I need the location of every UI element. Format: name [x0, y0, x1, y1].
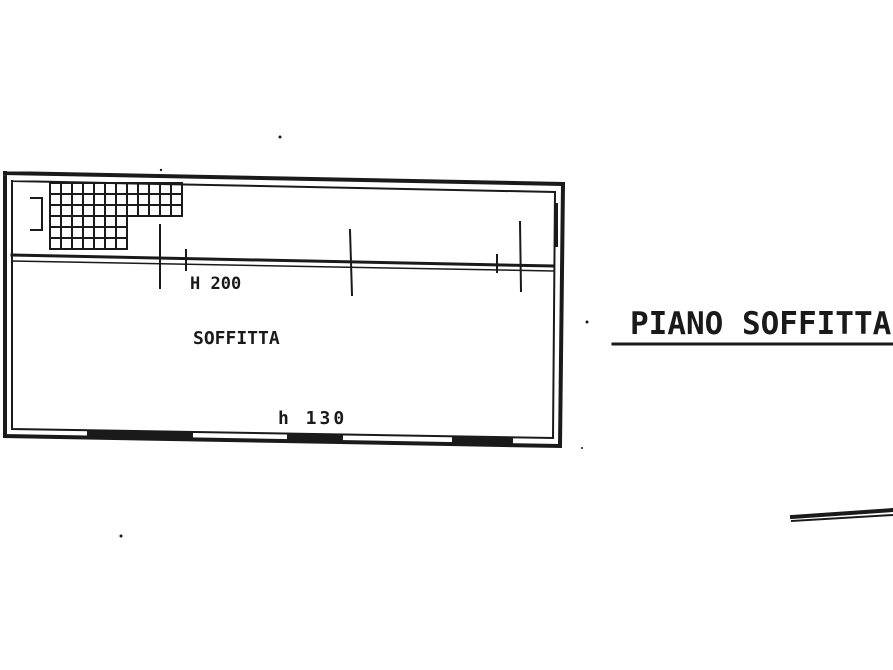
- stair-tread: [93, 182, 106, 195]
- stair-tread: [170, 204, 183, 217]
- stair-tread: [71, 215, 84, 228]
- stair-tread: [93, 226, 106, 239]
- stair-tread: [126, 193, 139, 206]
- stair-tread: [60, 237, 73, 250]
- stair-tread: [115, 226, 128, 239]
- plan-title: PIANO SOFFITTA: [630, 306, 892, 342]
- stair-tread: [49, 204, 62, 217]
- stair-tread: [49, 215, 62, 228]
- scan-specks: [119, 135, 589, 538]
- stair-tread: [104, 204, 117, 217]
- stair-tread: [60, 193, 73, 206]
- stair-tread: [60, 204, 73, 217]
- stair-tread: [104, 237, 117, 250]
- stair-tread: [82, 204, 95, 217]
- partial-wall-right: [789, 507, 893, 523]
- height-label-high: H 200: [190, 274, 241, 294]
- stair-tread: [115, 215, 128, 228]
- stair-tread: [126, 204, 139, 217]
- stair-tread: [159, 193, 172, 206]
- stair-tread: [93, 237, 106, 250]
- stair-tread: [148, 204, 161, 217]
- stair-tread: [71, 182, 84, 195]
- stair-tread: [115, 182, 128, 195]
- stair-tread: [104, 215, 117, 228]
- stair-tread: [82, 215, 95, 228]
- stair-tread: [137, 204, 150, 217]
- stair-tread: [60, 182, 73, 195]
- stair-tread: [104, 193, 117, 206]
- stair-tread: [60, 226, 73, 239]
- stair-tread: [115, 193, 128, 206]
- stair-tread: [104, 226, 117, 239]
- stair-tread: [93, 215, 106, 228]
- partition-wall: [10, 253, 555, 272]
- stair-tread: [60, 215, 73, 228]
- room-name-label: SOFFITTA: [193, 328, 280, 349]
- beam-markers: [159, 203, 558, 297]
- stair-tread: [126, 182, 139, 195]
- stair-landing: [30, 197, 43, 231]
- stair-tread: [49, 226, 62, 239]
- bottom-openings: [86, 429, 514, 445]
- stair-tread: [170, 193, 183, 206]
- stair-tread: [71, 226, 84, 239]
- stair-tread: [148, 193, 161, 206]
- height-label-low: h 130: [278, 408, 347, 429]
- outer-walls: [2, 170, 566, 449]
- stair-tread: [93, 204, 106, 217]
- stair-tread: [115, 237, 128, 250]
- stair-tread: [82, 226, 95, 239]
- stair-tread: [104, 182, 117, 195]
- stair-tread: [71, 193, 84, 206]
- stair-tread: [49, 182, 62, 195]
- stair-tread: [82, 237, 95, 250]
- stair-tread: [82, 193, 95, 206]
- staircase-hatch: [30, 182, 183, 250]
- stair-tread: [159, 204, 172, 217]
- stair-tread: [49, 193, 62, 206]
- stair-tread: [71, 204, 84, 217]
- stair-tread: [137, 193, 150, 206]
- stair-tread: [71, 237, 84, 250]
- stair-tread: [82, 182, 95, 195]
- stair-tread: [115, 204, 128, 217]
- stair-tread: [49, 237, 62, 250]
- stair-tread: [93, 193, 106, 206]
